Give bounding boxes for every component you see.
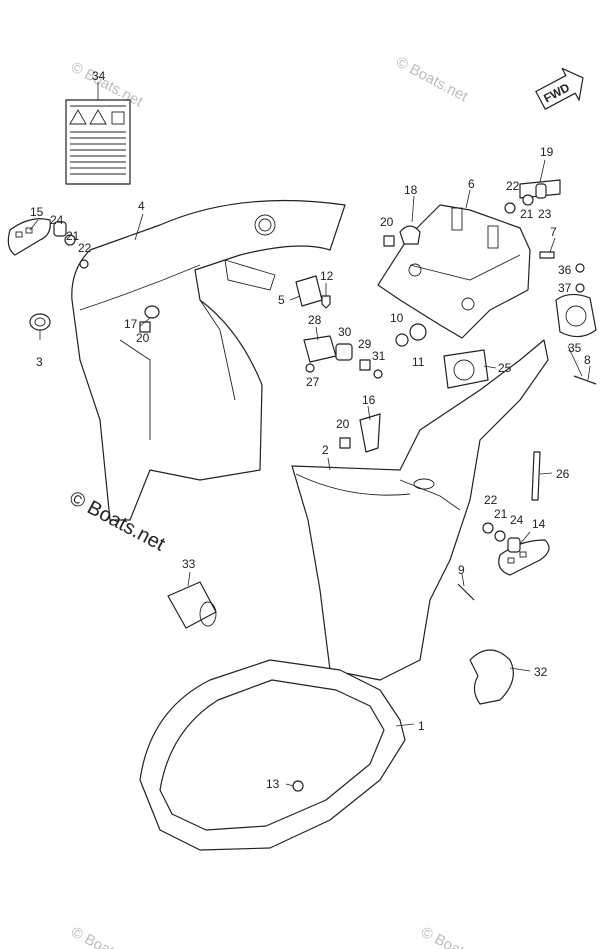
watermark-bottom-left: © Boats.net (68, 924, 146, 949)
callout-28: 28 (308, 313, 322, 327)
callout-15: 15 (30, 205, 44, 219)
callout-20-mid: 20 (336, 417, 350, 431)
part-15-grip[interactable] (7, 218, 51, 256)
callout-22: 22 (78, 241, 92, 255)
part-22-washer-top[interactable] (504, 202, 516, 214)
part-24-collar-left[interactable] (53, 221, 67, 237)
callout-20: 20 (136, 331, 150, 345)
callout-14: 14 (532, 517, 546, 531)
callout-8: 8 (584, 353, 591, 367)
part-5-bracket[interactable] (295, 275, 323, 307)
part-4-side-cover-upper[interactable] (71, 199, 346, 521)
callout-30: 30 (338, 325, 352, 339)
callout-12: 12 (320, 269, 334, 283)
callout-3: 3 (36, 355, 43, 369)
fwd-badge: FWD (535, 67, 584, 110)
callout-11: 11 (412, 355, 425, 369)
part-7-bolt[interactable] (539, 251, 555, 259)
callout-34: 34 (92, 69, 106, 83)
part-12-clip[interactable] (321, 295, 331, 309)
watermark-top-right: © Boats.net (393, 54, 471, 106)
part-35-mount-rubber[interactable] (555, 293, 597, 338)
callout-7: 7 (550, 225, 557, 239)
part-13-clip[interactable] (292, 780, 304, 792)
part-31-screw[interactable] (373, 369, 383, 379)
part-28-switch[interactable] (303, 335, 337, 363)
part-29-clip[interactable] (359, 359, 371, 371)
part-24-collar-right[interactable] (507, 537, 521, 553)
callout-6: 6 (468, 177, 475, 191)
callout-20-top: 20 (380, 215, 394, 229)
callout-23: 23 (538, 207, 552, 221)
callout-21-right: 21 (494, 507, 508, 521)
callout-13: 13 (266, 777, 280, 791)
callout-22-right: 22 (484, 493, 498, 507)
part-17-bushing[interactable] (144, 305, 160, 319)
callout-24-right: 24 (510, 513, 524, 527)
part-33-plug[interactable] (167, 581, 217, 629)
part-20-bolt-mid[interactable] (339, 437, 351, 449)
part-21-washer-top[interactable] (522, 194, 534, 206)
part-26-tie[interactable] (531, 451, 541, 501)
callout-22-top: 22 (506, 179, 520, 193)
callout-25: 25 (498, 361, 512, 375)
callout-21: 21 (66, 229, 80, 243)
part-8-bolt[interactable] (573, 375, 597, 385)
callout-labels: 34 4 15 24 21 22 3 17 20 12 5 28 30 29 3… (30, 69, 591, 791)
part-22-washer-left[interactable] (79, 259, 89, 269)
part-22-washer-right[interactable] (482, 522, 494, 534)
part-16-clip[interactable] (359, 413, 381, 453)
callout-2: 2 (322, 443, 329, 457)
callout-36: 36 (558, 263, 572, 277)
callout-1: 1 (418, 719, 425, 733)
callout-24: 24 (50, 213, 64, 227)
part-9-bolt[interactable] (457, 583, 475, 601)
part-23-spacer[interactable] (535, 183, 547, 199)
part-2-side-cover-lower[interactable] (291, 339, 549, 681)
part-10-washer[interactable] (395, 333, 409, 347)
part-1-seal-ring[interactable] (139, 659, 406, 851)
callout-21-top: 21 (520, 207, 534, 221)
callout-29: 29 (358, 337, 372, 351)
callout-17: 17 (124, 317, 138, 331)
part-30-cap[interactable] (335, 343, 353, 361)
part-34-warning-label[interactable] (65, 82, 131, 185)
callout-9: 9 (458, 563, 465, 577)
part-21-washer-right[interactable] (494, 530, 506, 542)
part-36-screw[interactable] (575, 263, 585, 273)
part-14-grip[interactable] (498, 539, 550, 576)
part-21-washer-left[interactable] (64, 234, 76, 246)
part-25-mount[interactable] (443, 349, 489, 389)
callout-16: 16 (362, 393, 376, 407)
callout-33: 33 (182, 557, 196, 571)
callout-5: 5 (278, 293, 285, 307)
part-27-screw[interactable] (305, 363, 315, 373)
callout-31: 31 (372, 349, 386, 363)
watermark-bottom-right: © Boats.net (418, 924, 496, 949)
callout-19: 19 (540, 145, 554, 159)
callout-10: 10 (390, 311, 404, 325)
part-11-bushing[interactable] (409, 323, 427, 341)
callout-4: 4 (138, 199, 145, 213)
callout-37: 37 (558, 281, 572, 295)
part-20-bolt-top[interactable] (383, 235, 395, 247)
part-37-nut[interactable] (575, 283, 585, 293)
callout-27: 27 (306, 375, 320, 389)
part-18-clamp[interactable] (399, 225, 421, 245)
callout-35: 35 (568, 341, 582, 355)
part-32-bracket[interactable] (469, 649, 514, 705)
callout-32: 32 (534, 665, 548, 679)
callout-18: 18 (404, 183, 418, 197)
part-3-grommet[interactable] (29, 313, 51, 331)
leader-lines (29, 159, 591, 787)
callout-26: 26 (556, 467, 570, 481)
